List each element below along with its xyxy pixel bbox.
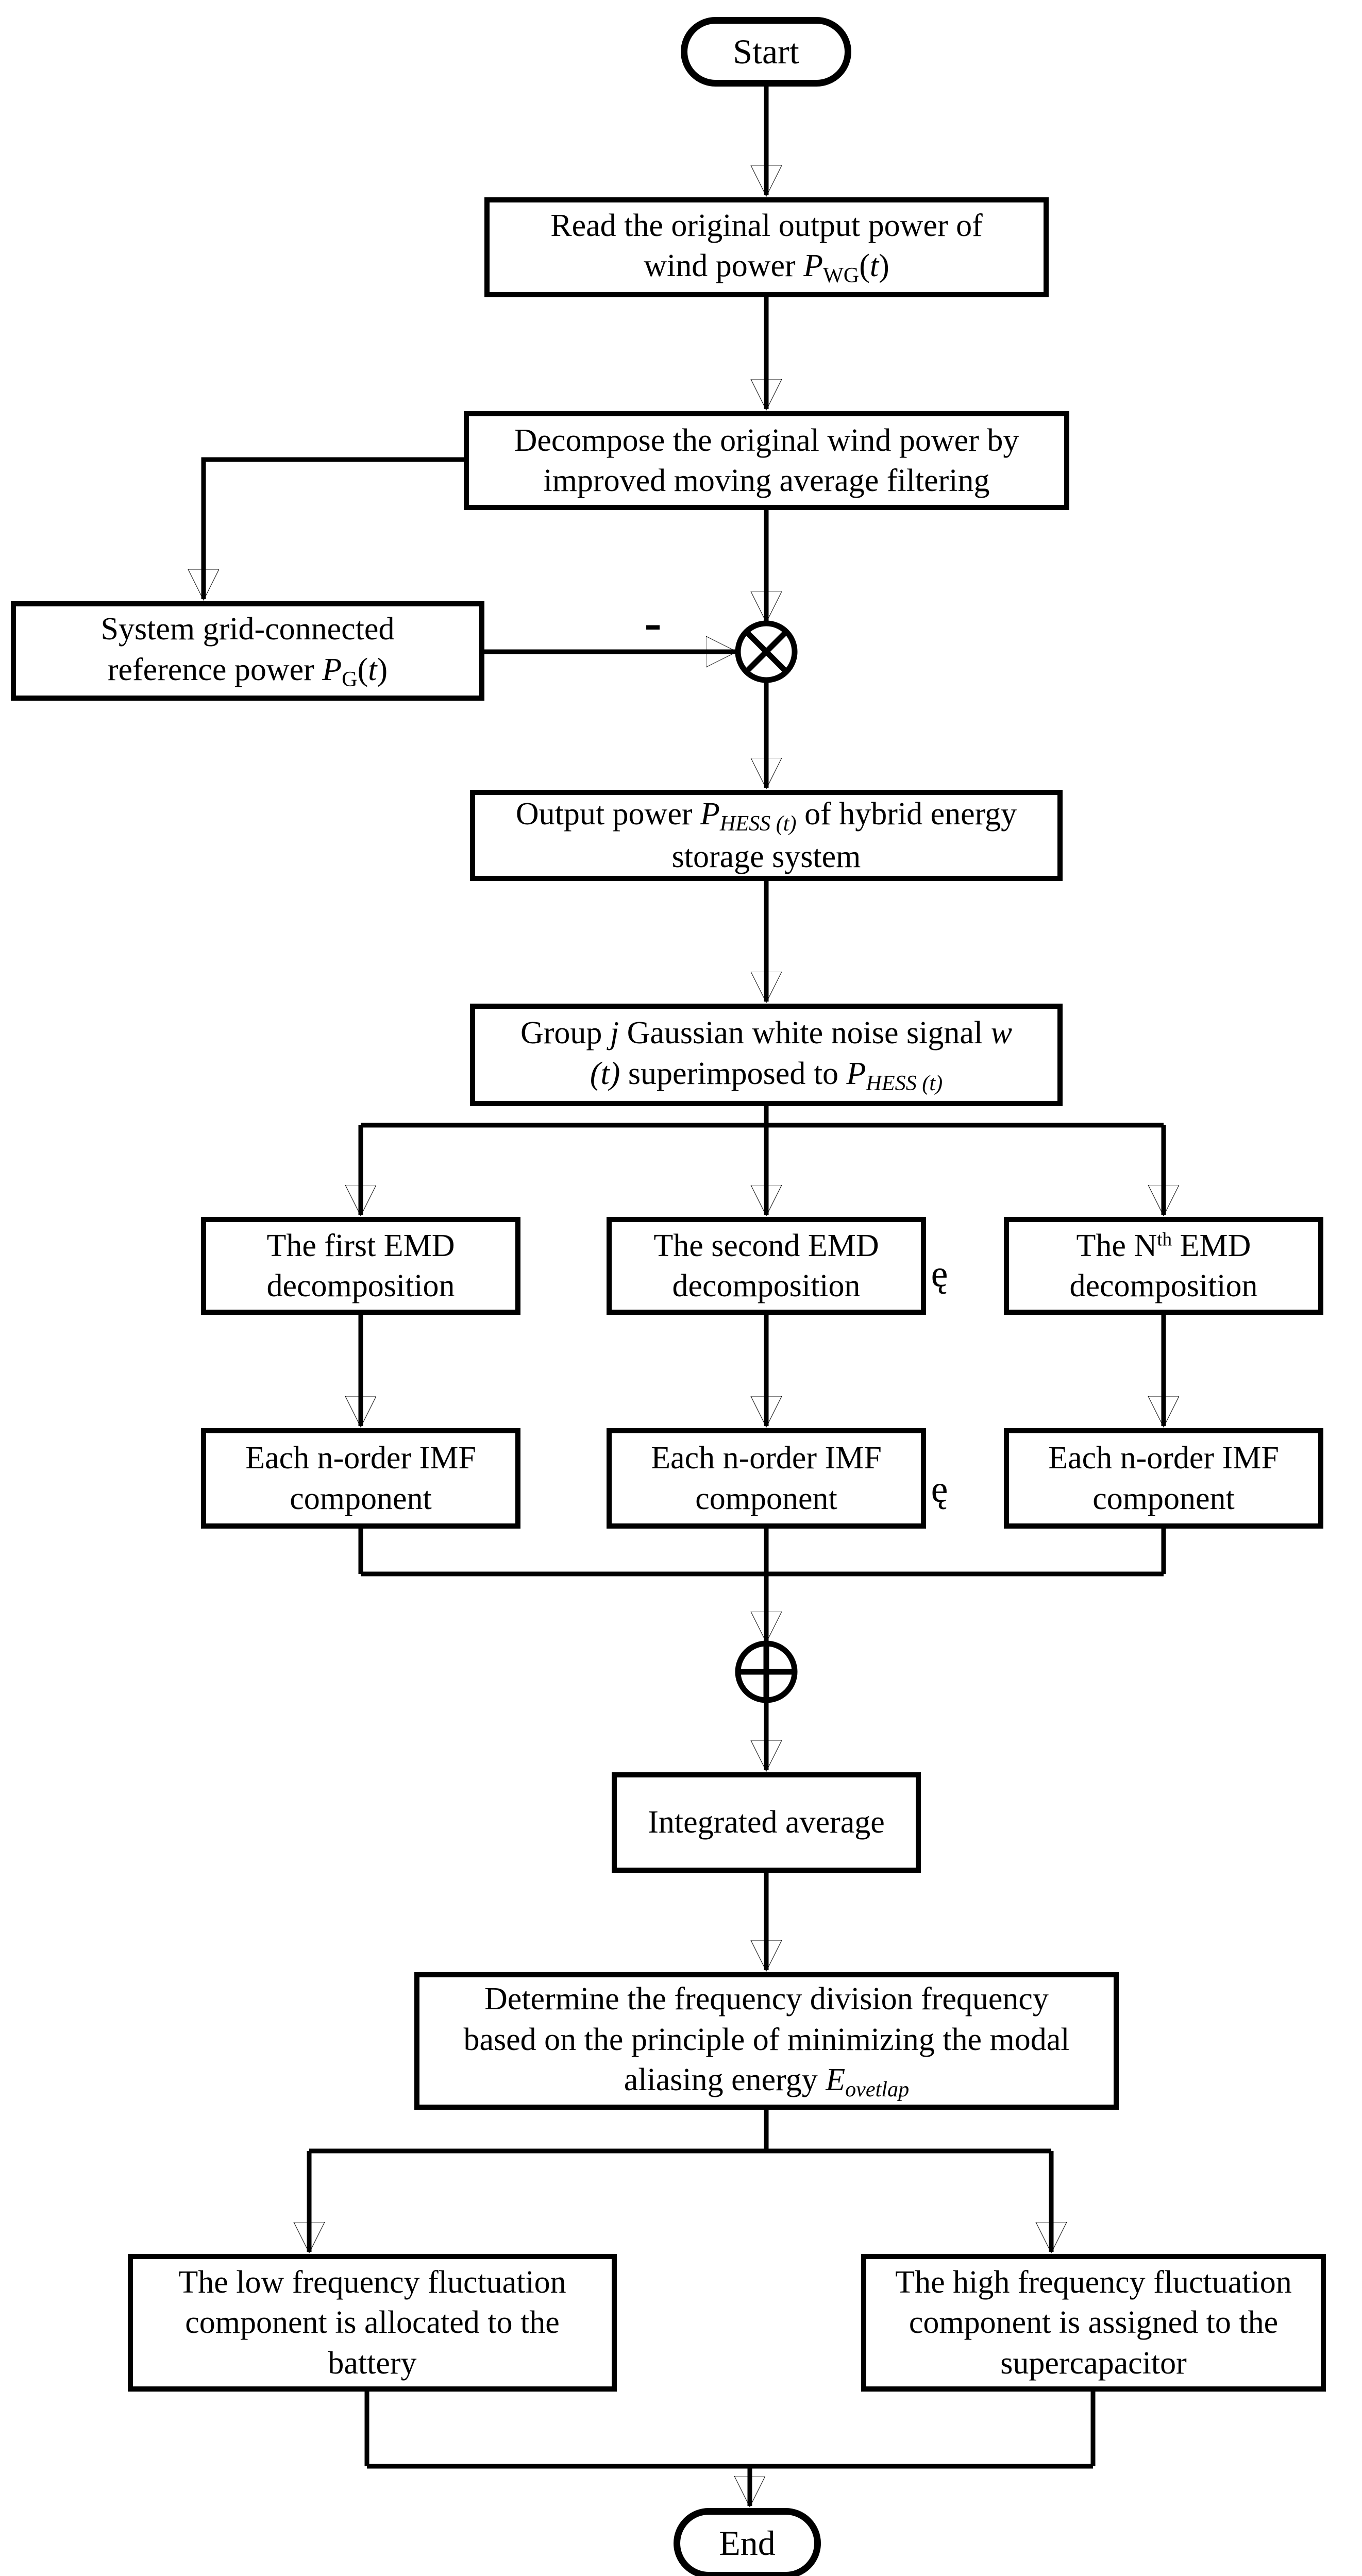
- text-run: component: [695, 1481, 837, 1516]
- node-imf-nth: Each n-order IMF component: [1004, 1428, 1323, 1529]
- node-emd-second: The second EMD decomposition: [607, 1217, 926, 1315]
- text-run: (t): [590, 1056, 620, 1091]
- text-run: Each n-order IMF: [245, 1440, 476, 1476]
- node-label: Determine the frequency division frequen…: [463, 1979, 1069, 2103]
- text-run: Gaussian white noise signal: [619, 1015, 991, 1051]
- node-label: Each n-order IMF component: [245, 1438, 476, 1518]
- text-run: P: [803, 248, 823, 284]
- node-emd-first: The first EMD decomposition: [201, 1217, 520, 1315]
- text-run: w: [990, 1015, 1013, 1051]
- minus-sign-label: -: [644, 594, 662, 651]
- node-label: Each n-order IMF component: [651, 1438, 882, 1518]
- node-label: Read the original output power of wind p…: [550, 206, 983, 289]
- text-run: (: [357, 652, 368, 687]
- text-run: reference power: [107, 652, 323, 687]
- text-run: System grid-connected: [100, 612, 395, 647]
- text-run: Output power: [515, 796, 700, 832]
- text-run: Each n-order IMF: [1048, 1440, 1279, 1476]
- node-low-frequency-battery: The low frequency fluctuation component …: [128, 2254, 617, 2392]
- text-run: E: [826, 2062, 846, 2097]
- node-integrated-average: Integrated average: [612, 1772, 921, 1873]
- text-run: t: [869, 248, 879, 284]
- text-run: Group: [520, 1015, 610, 1051]
- branch-ellipsis: ę: [931, 1253, 948, 1295]
- node-hess-output-power: Output power PHESS (t) of hybrid energy …: [470, 790, 1063, 881]
- node-emd-nth: The Nth EMD decomposition: [1004, 1217, 1323, 1315]
- text-run: improved moving average filtering: [543, 463, 990, 498]
- text-run: based on the principle of minimizing the…: [463, 2022, 1070, 2057]
- text-run: t: [368, 652, 377, 687]
- text-run: ): [377, 652, 388, 687]
- text-run: component: [1092, 1481, 1235, 1516]
- text-run: (: [859, 248, 870, 284]
- node-label: Each n-order IMF component: [1048, 1438, 1279, 1518]
- text-run: G: [342, 667, 358, 691]
- node-start: Start: [681, 17, 851, 87]
- text-run: HESS (t): [866, 1071, 943, 1095]
- node-label: System grid-connected reference power PG…: [101, 609, 395, 692]
- text-run: component: [290, 1481, 432, 1516]
- multiply-junction-diagonal: [744, 630, 788, 674]
- text-run: WG: [823, 263, 860, 287]
- node-read-original-power: Read the original output power of wind p…: [484, 197, 1049, 297]
- text-run: superimposed to: [620, 1056, 847, 1091]
- connector-decompose-to-sysref: [204, 457, 464, 599]
- text-run: of hybrid energy: [796, 796, 1017, 832]
- text-run: wind power: [644, 248, 804, 284]
- node-gaussian-noise-superimpose: Group j Gaussian white noise signal w (t…: [470, 1004, 1063, 1106]
- text-run: decomposition: [1069, 1268, 1258, 1303]
- text-run: component is assigned to the: [909, 2305, 1279, 2341]
- node-label: Start: [733, 31, 799, 71]
- text-run: ovetlap: [845, 2077, 910, 2102]
- text-run: The high frequency fluctuation: [895, 2265, 1292, 2300]
- text-run: P: [322, 652, 342, 687]
- text-run: Decompose the original wind power by: [514, 422, 1019, 458]
- text-run: EMD: [1172, 1228, 1251, 1263]
- text-run: aliasing energy: [624, 2062, 826, 2097]
- text-run: supercapacitor: [1000, 2345, 1187, 2381]
- text-run: decomposition: [266, 1268, 455, 1303]
- node-label: Decompose the original wind power by imp…: [514, 420, 1019, 501]
- text-run: The first EMD: [266, 1228, 455, 1263]
- node-label: End: [719, 2523, 776, 2563]
- text-run: P: [700, 796, 720, 832]
- text-run: The N: [1076, 1228, 1157, 1263]
- node-high-frequency-supercapacitor: The high frequency fluctuation component…: [861, 2254, 1326, 2392]
- node-label: The low frequency fluctuation component …: [178, 2262, 566, 2383]
- node-label: The high frequency fluctuation component…: [895, 2262, 1292, 2383]
- text-run: Each n-order IMF: [651, 1440, 882, 1476]
- node-label: The second EMD decomposition: [653, 1226, 879, 1306]
- text-run: The second EMD: [653, 1228, 879, 1263]
- node-label: Group j Gaussian white noise signal w (t…: [520, 1013, 1012, 1096]
- node-label: The first EMD decomposition: [266, 1226, 455, 1306]
- text-run: storage system: [671, 839, 861, 875]
- node-end: End: [674, 2508, 821, 2576]
- text-run: ): [879, 248, 889, 284]
- text-run: j: [610, 1015, 619, 1051]
- text-run: Read the original output power of: [550, 208, 983, 243]
- node-label: Output power PHESS (t) of hybrid energy …: [516, 794, 1017, 877]
- text-run: battery: [328, 2345, 417, 2381]
- node-system-reference-power: System grid-connected reference power PG…: [11, 601, 484, 701]
- node-determine-frequency: Determine the frequency division frequen…: [414, 1972, 1119, 2110]
- branch-ellipsis: ę: [931, 1468, 948, 1511]
- text-run: th: [1157, 1229, 1172, 1250]
- text-run: Determine the frequency division frequen…: [484, 1981, 1049, 2017]
- node-label: The Nth EMD decomposition: [1069, 1226, 1257, 1306]
- text-run: decomposition: [672, 1268, 861, 1303]
- node-label: Integrated average: [648, 1805, 885, 1840]
- text-run: component is allocated to the: [185, 2305, 560, 2341]
- sum-junction-icon: [735, 1640, 798, 1703]
- text-run: HESS (t): [719, 811, 797, 836]
- node-imf-second: Each n-order IMF component: [607, 1428, 926, 1529]
- multiply-junction-icon: [735, 620, 798, 683]
- node-imf-first: Each n-order IMF component: [201, 1428, 520, 1529]
- node-decompose-filtering: Decompose the original wind power by imp…: [464, 411, 1069, 510]
- text-run: P: [846, 1056, 866, 1091]
- text-run: The low frequency fluctuation: [178, 2265, 566, 2300]
